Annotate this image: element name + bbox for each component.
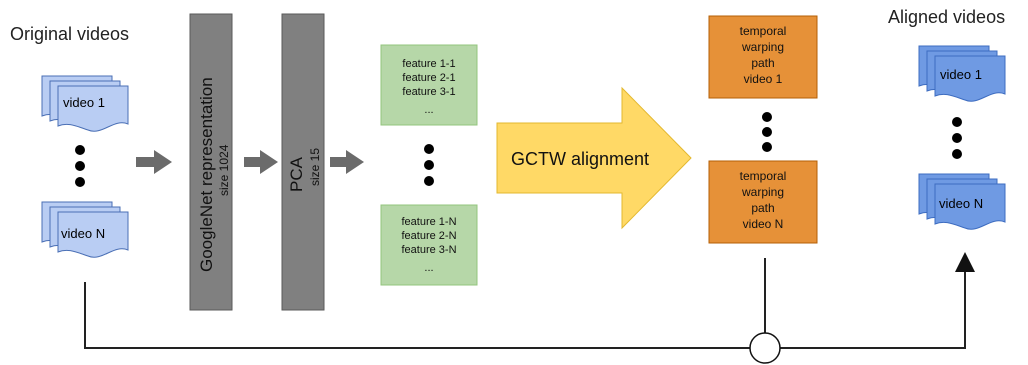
warp-line: path	[751, 201, 774, 215]
original-videos-heading: Original videos	[10, 24, 129, 44]
ellipsis-dot	[952, 149, 962, 159]
warp-box-last	[708, 160, 818, 244]
pca-title: PCA	[287, 156, 306, 192]
feature-line: ...	[424, 104, 433, 116]
aligned-video-1-icon	[918, 45, 1006, 102]
ellipsis-dot	[424, 144, 434, 154]
ellipsis-dot	[952, 117, 962, 127]
original-video-n-label: video N	[61, 226, 105, 241]
ellipsis-dot	[75, 145, 85, 155]
ellipsis-dot	[762, 112, 772, 122]
loop-connector	[84, 252, 975, 349]
pca-size: size 15	[308, 148, 322, 186]
warp-line: warping	[741, 40, 784, 54]
feature-line: feature 2-N	[401, 230, 456, 242]
ellipsis-dot	[762, 142, 772, 152]
flow-arrow-icon	[136, 150, 172, 174]
aligned-video-1-label: video 1	[940, 67, 982, 82]
flow-arrow-icon	[330, 150, 364, 174]
ellipsis-dot	[952, 133, 962, 143]
warp-box-first	[708, 15, 818, 99]
feature-line: feature 3-1	[402, 86, 455, 98]
aligned-videos-heading: Aligned videos	[888, 7, 1005, 27]
original-video-n-icon	[41, 201, 129, 258]
warp-line: path	[751, 56, 774, 70]
googlenet-size: size 1024	[217, 144, 231, 196]
ellipsis-dot	[75, 177, 85, 187]
combine-node-icon	[749, 332, 781, 364]
aligned-video-n-icon	[918, 173, 1006, 230]
feature-box-first	[380, 44, 478, 126]
feature-line: feature 1-N	[401, 216, 456, 228]
feature-line: feature 2-1	[402, 72, 455, 84]
warp-line: warping	[741, 185, 784, 199]
ellipsis-dot	[424, 176, 434, 186]
googlenet-bar	[189, 13, 233, 311]
pca-bar	[281, 13, 325, 311]
original-video-1-label: video 1	[63, 95, 105, 110]
gctw-arrow-icon	[496, 86, 692, 230]
warp-line: video N	[743, 217, 784, 231]
ellipsis-dot	[75, 161, 85, 171]
gctw-label: GCTW alignment	[511, 149, 649, 169]
aligned-video-n-label: video N	[939, 196, 983, 211]
ellipsis-dot	[424, 160, 434, 170]
feature-line: feature 3-N	[401, 244, 456, 256]
warp-line: temporal	[740, 169, 787, 183]
ellipsis-dot	[762, 127, 772, 137]
original-video-1-icon	[41, 75, 129, 132]
warp-line: temporal	[740, 24, 787, 38]
flow-arrow-icon	[244, 150, 278, 174]
warp-line: video 1	[744, 72, 783, 86]
feature-line: ...	[424, 262, 433, 274]
feature-box-last	[380, 204, 478, 286]
feature-line: feature 1-1	[402, 58, 455, 70]
googlenet-title: GoogleNet representation	[197, 77, 216, 272]
